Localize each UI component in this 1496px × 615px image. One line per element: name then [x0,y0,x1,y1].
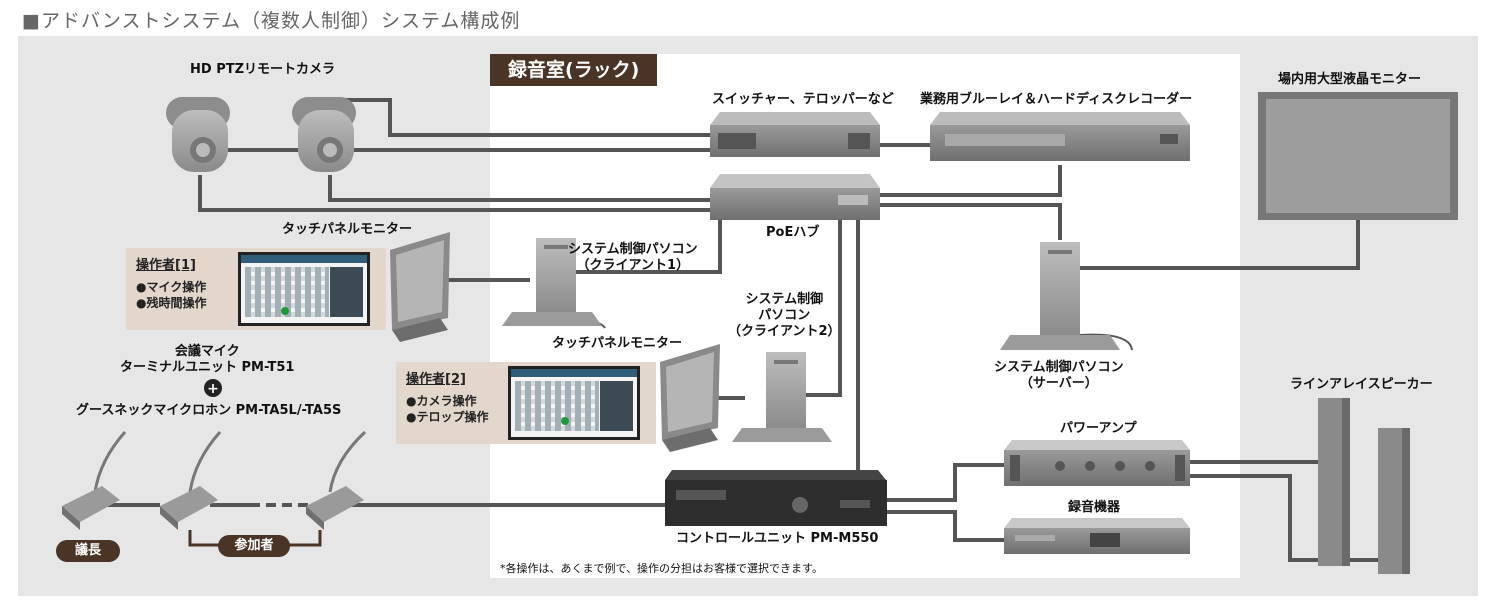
operator-1-item: ●残時間操作 [136,296,207,310]
line-control-rec [885,510,1005,542]
label-conference-mic: 会議マイク ターミナルユニット PM-T51 [120,344,295,375]
line-amp-speaker2 [1190,474,1380,562]
footnote: *各操作は、あくまで例で、操作の分担はお客様で選択できます。 [500,562,823,575]
label-large-monitor: 場内用大型液晶モニター [1278,72,1422,87]
label-recorder: 業務用ブルーレイ＆ハードディスクレコーダー [920,92,1193,107]
operator-2-item: ●カメラ操作 [406,394,477,408]
line-control-amp [885,463,1005,502]
microphone-icon-participant-1 [160,431,222,530]
page-title: ■アドバンストシステム（複数人制御）システム構成例 [22,10,521,32]
label-control-unit: コントロールユニット PM-M550 [676,531,879,546]
label-touch-panel-2: タッチパネルモニター [552,336,683,351]
line-camera2-poe [328,175,710,202]
label-rec-device: 録音機器 [1068,500,1121,515]
label-power-amp: パワーアンプ [1060,421,1137,436]
line-poe-server [880,203,1062,240]
touch-panel-monitor-icon-2 [660,344,720,452]
large-monitor-icon [1258,92,1458,220]
control-unit-icon [665,470,887,526]
participant-badge: 参加者 [218,535,290,557]
label-gooseneck-mic: グースネックマイクロホン PM-TA5L/-TA5S [76,403,342,418]
recording-device-icon [1004,518,1190,554]
operator-2-title: 操作者[2] [406,372,466,387]
cable-server [1079,333,1133,351]
label-pc-client1: システム制御パソコン （クライアント1） [568,242,698,273]
pc-client2-icon [732,352,832,442]
ptz-camera-icon-1 [166,97,230,172]
label-pc-client2: システム制御 パソコン （クライアント2） [728,292,841,339]
label-poe-hub: PoEハブ [766,225,820,240]
operator-1-title: 操作者[1] [136,258,196,273]
line-poe-client2 [800,220,842,397]
recording-room-title: 録音室(ラック) [490,54,658,86]
pc-server-icon [1000,242,1120,350]
line-array-speaker-icon-2 [1378,428,1410,574]
label-line-array: ラインアレイスピーカー [1290,377,1433,392]
line-camera1-poe [198,175,710,212]
operator-1-item: ●マイク操作 [136,280,207,294]
line-array-speaker-icon-1 [1318,398,1350,566]
label-hd-camera: HD PTZリモートカメラ [190,62,336,77]
switcher-device-icon [710,112,880,157]
touch-panel-screen-1 [238,252,370,326]
operator-2-item: ●テロップ操作 [406,410,489,424]
microphone-icon-chair [62,431,127,530]
line-server-monitor [1080,220,1360,270]
ptz-camera-icon-2 [292,97,356,172]
microphone-icon-participant-2 [306,430,367,530]
poe-hub-icon [710,174,880,220]
label-switcher: スイッチャー、テロッパーなど [712,92,894,107]
pc-client1-icon [502,238,602,326]
plus-icon [204,379,222,397]
touch-panel-monitor-icon-1 [390,232,450,342]
recorder-device-icon [930,112,1190,161]
line-poe-recorder [880,165,1062,197]
label-touch-panel-1: タッチパネルモニター [282,222,413,237]
touch-panel-screen-2 [508,366,640,440]
chair-badge: 議長 [56,540,120,562]
power-amp-icon [1004,440,1190,486]
plus-symbol: + [207,381,219,397]
label-pc-server: システム制御パソコン （サーバー） [994,360,1124,391]
line-camera2-switcher [330,98,710,137]
connection-lines [100,98,1380,562]
